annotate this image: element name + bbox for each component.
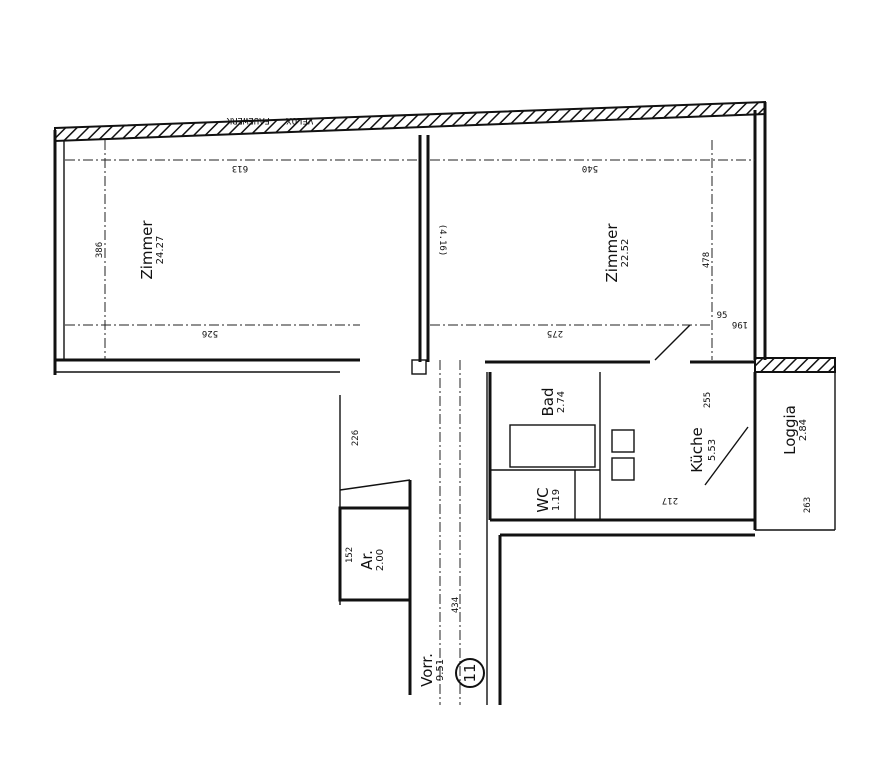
svg-text:Bad: Bad — [539, 387, 557, 416]
svg-text:Ar.: Ar. — [358, 550, 376, 570]
dim-152: 152 — [345, 547, 355, 563]
dim-275: 275 — [547, 328, 563, 338]
svg-text:5.53: 5.53 — [707, 439, 718, 461]
svg-text:2.00: 2.00 — [375, 549, 386, 571]
dim-478: 478 — [702, 252, 712, 268]
svg-text:Zimmer: Zimmer — [138, 220, 156, 280]
room-bad: Bad 2.74 — [539, 387, 567, 416]
room-vorraum: Vorr. 9.51 — [418, 653, 446, 687]
svg-text:WC: WC — [534, 487, 552, 512]
room-kueche: Küche 5.53 — [688, 427, 718, 473]
unit-number-badge: 11 — [455, 658, 485, 688]
header-text: VELOX - FAUEWERK — [226, 115, 313, 125]
dim-95: 95 — [717, 311, 728, 321]
room-loggia: Loggia 2.84 — [781, 405, 809, 455]
svg-text:Küche: Küche — [688, 427, 706, 473]
dim-263: 263 — [803, 497, 813, 513]
svg-text:11: 11 — [461, 663, 479, 682]
dim-526: 526 — [202, 328, 218, 338]
svg-text:Loggia: Loggia — [781, 405, 799, 455]
walls — [53, 102, 836, 705]
svg-text:22.52: 22.52 — [620, 239, 631, 268]
svg-text:24.27: 24.27 — [155, 236, 166, 265]
room-zimmer-1: Zimmer 24.27 — [138, 220, 166, 280]
svg-text:1.19: 1.19 — [551, 489, 562, 511]
room-zimmer-2: Zimmer 22.52 — [603, 223, 631, 283]
svg-text:Vorr.: Vorr. — [418, 653, 436, 687]
room-ar: Ar. 2.00 — [358, 549, 386, 571]
dim-613: 613 — [232, 163, 248, 173]
room-wc: WC 1.19 — [534, 487, 562, 512]
dim-partition: (4.16) — [437, 224, 447, 257]
dim-255: 255 — [703, 392, 713, 408]
svg-text:2.84: 2.84 — [798, 419, 809, 441]
room-labels: Zimmer 24.27 Zimmer 22.52 Bad 2.74 WC 1.… — [138, 220, 809, 687]
dim-540: 540 — [582, 163, 598, 173]
dim-434: 434 — [451, 597, 461, 613]
exterior-wall-top — [54, 100, 766, 143]
svg-text:2.74: 2.74 — [556, 391, 567, 413]
dim-226: 226 — [351, 430, 361, 446]
svg-text:Zimmer: Zimmer — [603, 223, 621, 283]
dim-386: 386 — [95, 242, 105, 258]
dimension-lines — [65, 140, 755, 705]
dim-217: 217 — [662, 495, 678, 505]
dimension-labels: 613 540 526 275 386 478 (4.16) 196 95 25… — [95, 163, 813, 613]
dim-196: 196 — [732, 319, 748, 329]
svg-text:9.51: 9.51 — [435, 659, 446, 681]
